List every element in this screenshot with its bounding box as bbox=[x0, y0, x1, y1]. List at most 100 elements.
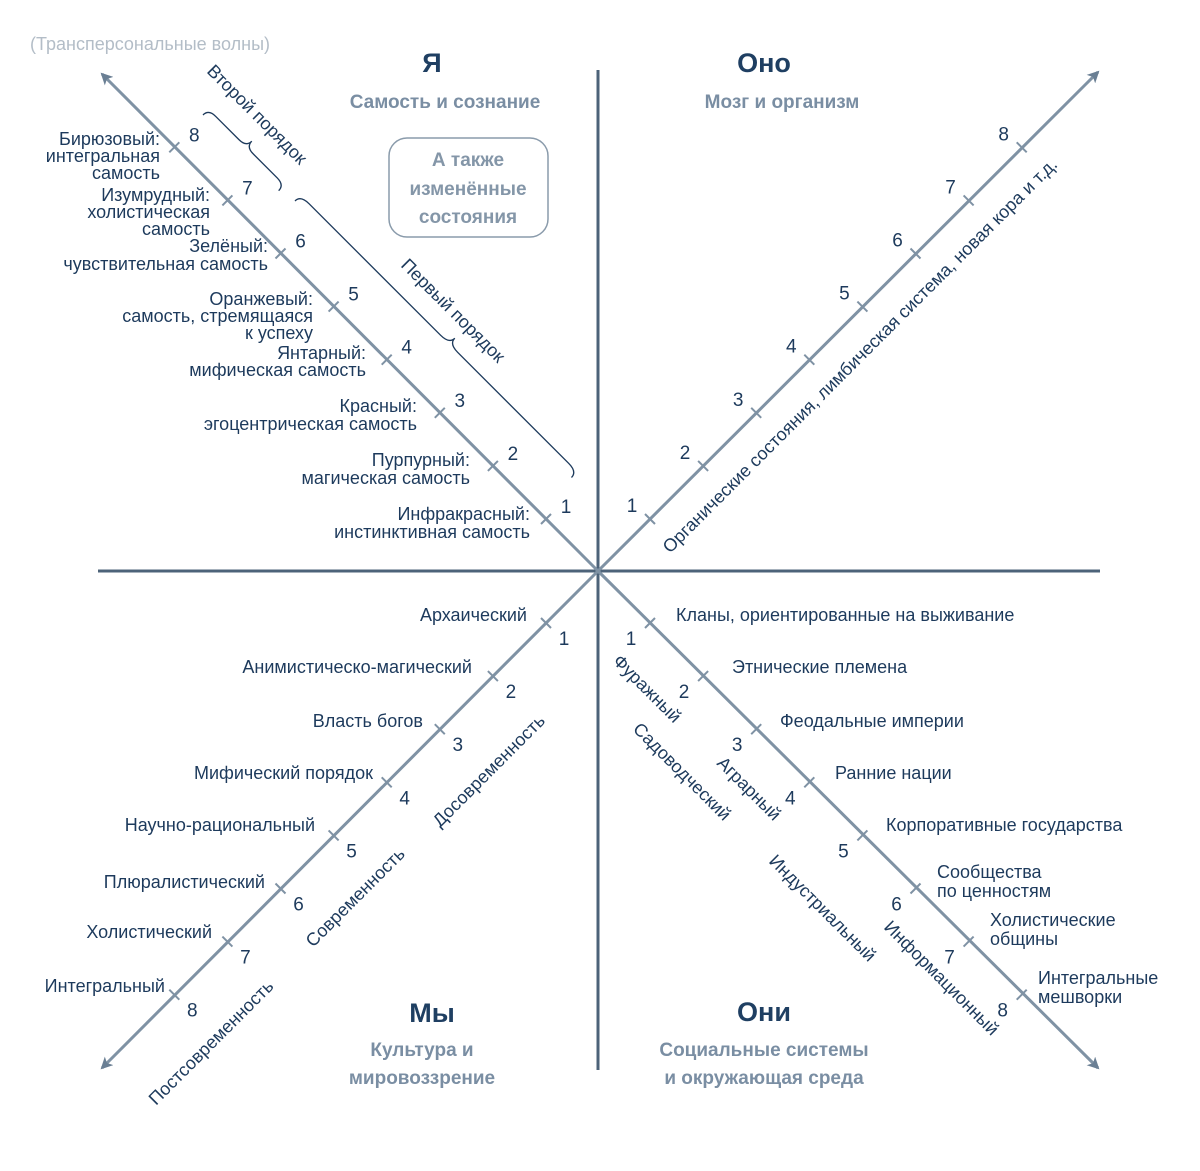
level-number-lower-right-7: 7 bbox=[944, 948, 955, 969]
quadrant-subtitle-we-line2: мировоззрение bbox=[349, 1068, 495, 1089]
tick-lower-left-2 bbox=[487, 670, 499, 682]
tick-lower-right-6 bbox=[909, 882, 922, 895]
quadrant-subtitle-they-line2: и окружающая среда bbox=[664, 1068, 864, 1089]
social-level-3: Феодальные империи bbox=[780, 711, 964, 731]
tick-upper-right-7 bbox=[962, 194, 975, 207]
altered-states-line3: состояния bbox=[419, 207, 517, 228]
tick-upper-right-5 bbox=[856, 300, 869, 313]
altered-states-line2: изменённые bbox=[409, 179, 526, 200]
level-number-lower-left-4: 4 bbox=[399, 788, 410, 809]
level-number-lower-left-1: 1 bbox=[559, 629, 570, 650]
tick-upper-right-3 bbox=[750, 407, 762, 419]
organic-axis-label: Органические состояния, лимбическая сист… bbox=[659, 154, 1062, 557]
social-level-8-line1: Интегральные bbox=[1038, 968, 1158, 988]
level-number-upper-left-1: 1 bbox=[561, 497, 572, 518]
social-level-1: Кланы, ориентированные на выживание bbox=[676, 605, 1014, 625]
level-number-lower-left-8: 8 bbox=[187, 1001, 198, 1022]
self-level-7-desc2: самость bbox=[142, 219, 210, 239]
tick-upper-right-6 bbox=[909, 247, 922, 260]
self-level-1-name: Инфракрасный: bbox=[397, 504, 530, 524]
tick-lower-left-7 bbox=[221, 935, 234, 948]
level-number-upper-right-6: 6 bbox=[892, 231, 903, 252]
self-level-6-desc: чувствительная самость bbox=[63, 254, 268, 274]
first-order-label: Первый порядок bbox=[397, 255, 509, 367]
self-level-4-name: Янтарный: bbox=[277, 343, 366, 363]
quadrant-subtitle-it: Мозг и организм bbox=[705, 92, 860, 113]
self-level-5-desc: самость, стремящаяся bbox=[122, 306, 313, 326]
social-level-2: Этнические племена bbox=[732, 657, 908, 677]
level-number-upper-left-8: 8 bbox=[189, 125, 200, 146]
quadrant-title-we: Мы bbox=[409, 998, 455, 1028]
tick-upper-right-8 bbox=[1015, 141, 1028, 154]
tick-upper-left-6 bbox=[274, 247, 287, 260]
tick-upper-left-8 bbox=[168, 141, 181, 154]
worldview-level-4: Мифический порядок bbox=[194, 763, 373, 783]
social-level-7-line1: Холистические bbox=[990, 910, 1116, 930]
level-number-lower-right-1: 1 bbox=[626, 629, 637, 650]
social-levels: Кланы, ориентированные на выживание Этни… bbox=[676, 605, 1158, 1007]
level-number-upper-right-2: 2 bbox=[680, 443, 691, 464]
social-level-8-line2: мешворки bbox=[1038, 987, 1122, 1007]
level-number-lower-left-3: 3 bbox=[453, 735, 464, 756]
level-number-lower-right-4: 4 bbox=[785, 788, 796, 809]
tick-lower-right-3 bbox=[750, 723, 762, 735]
quadrant-subtitle-we-line1: Культура и bbox=[370, 1040, 473, 1061]
social-level-7-line2: общины bbox=[990, 929, 1058, 949]
social-level-5: Корпоративные государства bbox=[886, 815, 1123, 835]
tick-lower-right-2 bbox=[697, 670, 709, 682]
social-level-4: Ранние нации bbox=[835, 763, 952, 783]
social-level-6-line1: Сообщества bbox=[937, 862, 1043, 882]
quadrant-title-they: Они bbox=[737, 997, 791, 1027]
self-level-5-name: Оранжевый: bbox=[209, 289, 313, 309]
level-number-upper-right-8: 8 bbox=[998, 124, 1009, 145]
self-level-2-name: Пурпурный: bbox=[372, 450, 470, 470]
level-number-lower-left-2: 2 bbox=[506, 682, 517, 703]
self-level-8-desc2: самость bbox=[92, 163, 160, 183]
tick-lower-left-1 bbox=[540, 617, 552, 629]
self-level-3-desc: эгоцентрическая самость bbox=[204, 414, 417, 434]
self-level-7-name: Изумрудный: bbox=[101, 185, 210, 205]
tick-upper-right-4 bbox=[803, 353, 816, 366]
self-levels: Инфракрасный: инстинктивная самость Пурп… bbox=[46, 129, 530, 542]
tick-upper-right-2 bbox=[697, 460, 709, 472]
worldview-level-7: Холистический bbox=[86, 922, 212, 942]
self-level-8-name: Бирюзовый: bbox=[59, 129, 160, 149]
second-order-label: Второй порядок bbox=[203, 61, 311, 169]
worldview-level-2: Анимистическо-магический bbox=[242, 657, 472, 677]
tick-upper-left-3 bbox=[434, 407, 446, 419]
level-number-upper-left-4: 4 bbox=[401, 338, 412, 359]
diagonal-upper-left bbox=[100, 72, 600, 573]
quadrant-title-it: Оно bbox=[737, 48, 791, 78]
self-level-5-desc2: к успеху bbox=[245, 323, 313, 343]
level-number-lower-right-8: 8 bbox=[997, 1001, 1008, 1022]
tick-upper-right-1 bbox=[644, 513, 656, 525]
level-number-lower-right-3: 3 bbox=[732, 735, 743, 756]
era-premodern: Досовременность bbox=[429, 711, 549, 831]
level-number-upper-right-4: 4 bbox=[786, 337, 797, 358]
self-level-3-name: Красный: bbox=[340, 396, 417, 416]
worldview-level-1: Архаический bbox=[420, 605, 527, 625]
quadrant-title-i: Я bbox=[422, 48, 441, 78]
tick-lower-left-3 bbox=[434, 723, 446, 735]
level-number-lower-left-7: 7 bbox=[240, 948, 251, 969]
tick-upper-left-4 bbox=[380, 353, 393, 366]
level-number-upper-left-7: 7 bbox=[242, 178, 253, 199]
worldview-level-5: Научно-рациональный bbox=[125, 815, 315, 835]
tick-lower-left-5 bbox=[327, 829, 340, 842]
level-number-upper-left-3: 3 bbox=[455, 391, 466, 412]
tick-upper-left-2 bbox=[487, 460, 499, 472]
tick-lower-right-7 bbox=[962, 935, 975, 948]
level-number-lower-left-5: 5 bbox=[346, 841, 357, 862]
level-number-upper-right-1: 1 bbox=[627, 496, 638, 517]
level-number-upper-right-5: 5 bbox=[839, 284, 850, 305]
worldview-level-3: Власть богов bbox=[313, 711, 423, 731]
altered-states-box: А также изменённые состояния bbox=[388, 137, 549, 238]
level-number-upper-left-6: 6 bbox=[295, 232, 306, 253]
self-level-8-desc: интегральная bbox=[46, 146, 160, 166]
level-number-lower-left-6: 6 bbox=[293, 895, 304, 916]
worldview-levels: Архаический Анимистическо-магический Вла… bbox=[45, 605, 527, 996]
diagonal-lower-right bbox=[596, 569, 1100, 1070]
tick-upper-left-7 bbox=[221, 194, 234, 207]
